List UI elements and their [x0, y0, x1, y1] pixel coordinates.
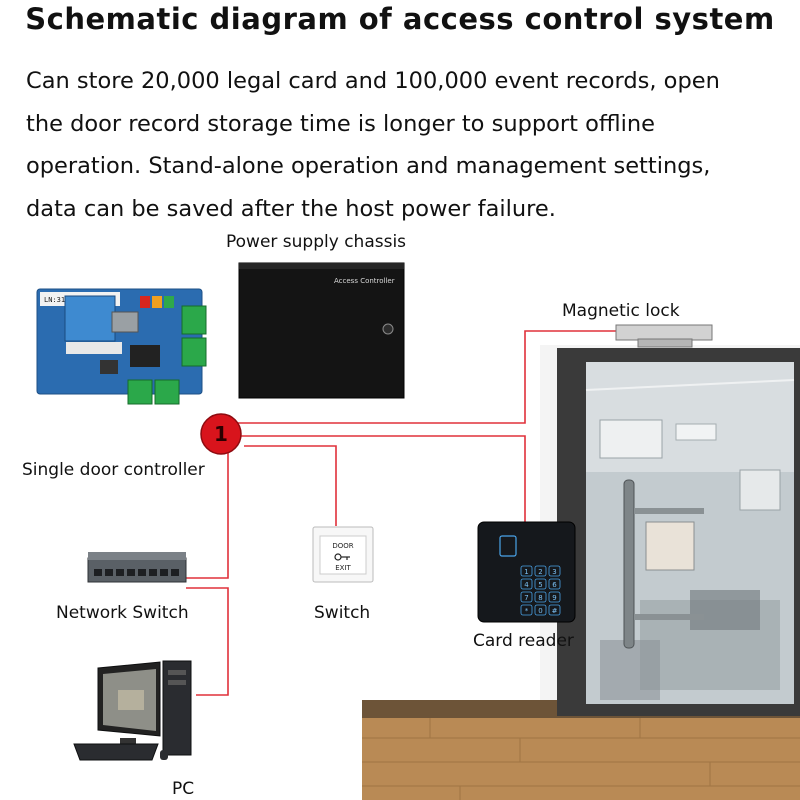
keypad-key: [534, 578, 547, 590]
keypad-key-label: 4: [524, 581, 529, 589]
door-scene: [362, 345, 800, 800]
controller-board-image: LN:3121992M: [36, 288, 207, 405]
power-supply-chassis-image: Access Controller: [238, 262, 405, 399]
keypad-key-label: 6: [552, 581, 557, 589]
keypad-key: [548, 565, 561, 577]
keypad-key-label: 2: [538, 568, 542, 576]
keypad-key: [534, 591, 547, 603]
keypad-key: [548, 591, 561, 603]
keypad-key: [520, 578, 533, 590]
keypad-key-label: 3: [552, 568, 556, 576]
keypad-key: [520, 591, 533, 603]
description-line: data can be saved after the host power f…: [26, 195, 556, 222]
node-number: 1: [214, 422, 228, 446]
description-line: operation. Stand-alone operation and man…: [26, 153, 711, 179]
exit-button-bottom-text: EXIT: [335, 564, 351, 572]
chassis-label: Access Controller: [334, 277, 395, 285]
keypad-key: [534, 565, 547, 577]
switch-label: Switch: [314, 603, 371, 623]
wooden-floor: [362, 716, 800, 800]
lock-keyhole-icon: [382, 323, 394, 335]
keypad-key-label: 5: [538, 581, 542, 589]
door-handle: [623, 479, 635, 649]
description-line: the door record storage time is longer t…: [26, 110, 656, 137]
keypad-key-label: 0: [538, 607, 542, 615]
key-icon: [334, 553, 350, 561]
description-paragraph: Can store 20,000 legal card and 100,000 …: [26, 60, 786, 230]
keypad-key-label: 9: [552, 594, 556, 602]
network-switch-image: [87, 552, 187, 583]
connection-node-marker: 1: [200, 413, 242, 455]
description-line: Can store 20,000 legal card and 100,000 …: [26, 68, 720, 94]
pc-label: PC: [172, 779, 195, 799]
keypad-key-label: #: [552, 607, 558, 615]
network-switch-label: Network Switch: [56, 603, 189, 623]
power-supply-chassis-label: Power supply chassis: [226, 232, 407, 252]
page-title: Schematic diagram of access control syst…: [25, 2, 775, 36]
keypad-key: [548, 578, 561, 590]
card-reader-image: 1 2 3 4 5 6 7 8 9 * 0 #: [477, 521, 576, 623]
keypad-key: [548, 604, 561, 616]
card-reader-keypad: 1 2 3 4 5 6 7 8 9 * 0 #: [520, 565, 561, 616]
card-reader-sensor-icon: [499, 535, 517, 557]
magnetic-lock-image: [615, 324, 713, 348]
exit-button-top-text: DOOR: [332, 542, 353, 550]
card-reader-label: Card reader: [473, 631, 574, 651]
pc-image: [73, 660, 192, 761]
keypad-key: [520, 565, 533, 577]
magnetic-lock-label: Magnetic lock: [562, 301, 680, 321]
keypad-key-label: *: [525, 607, 529, 615]
keypad-key-label: 1: [524, 568, 528, 576]
keypad-key-label: 7: [524, 594, 528, 602]
keypad-key-label: 8: [538, 594, 542, 602]
single-door-controller-label: Single door controller: [22, 460, 205, 480]
wiring: [186, 330, 616, 696]
keypad-key: [534, 604, 547, 616]
exit-button-image: DOOR EXIT: [312, 526, 374, 583]
keypad-key: [520, 604, 533, 616]
